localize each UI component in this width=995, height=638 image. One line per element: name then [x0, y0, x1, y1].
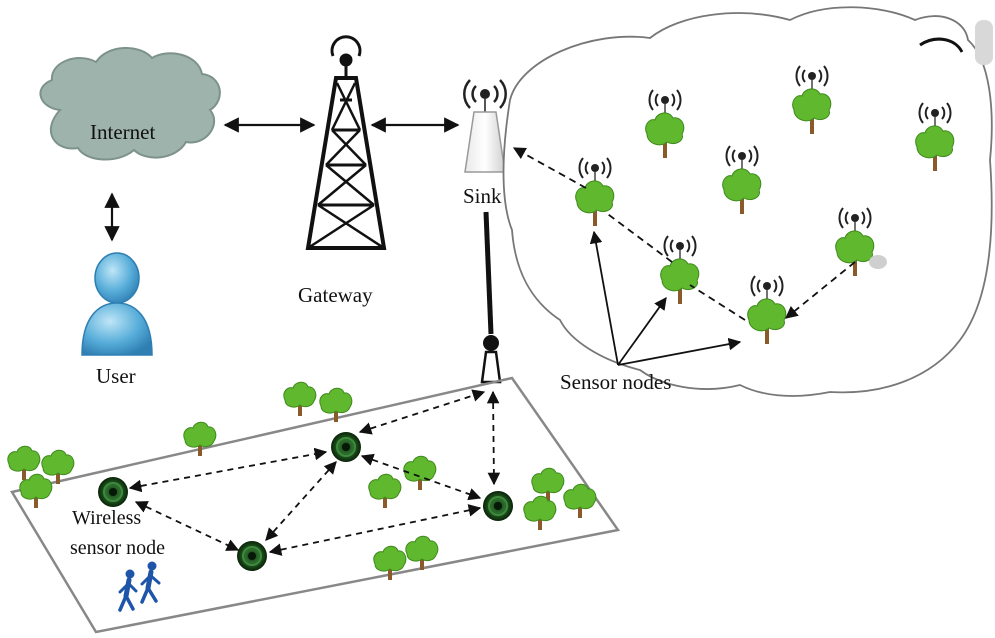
sensor-node-icon	[482, 490, 514, 522]
sink-label: Sink	[463, 184, 502, 208]
sensor-node-icon	[236, 540, 268, 572]
field-links	[128, 389, 501, 556]
backbone-links	[104, 117, 460, 242]
sensor-cloud-links	[512, 147, 856, 321]
walking-people-icon	[118, 561, 161, 612]
sensor-nodes-label: Sensor nodes	[560, 370, 672, 394]
sensor-node-icon	[330, 431, 362, 463]
gateway-label: Gateway	[298, 283, 373, 307]
sensor-label-pointers	[589, 230, 742, 366]
wireless-sensor-node-label-line1: Wireless	[72, 507, 142, 529]
sink-field-cable	[480, 211, 502, 384]
internet-label: Internet	[90, 120, 156, 144]
cloud-icon	[39, 46, 221, 161]
wireless-sensor-node-label-line2: sensor node	[70, 537, 165, 559]
user-icon	[81, 252, 153, 356]
field-area	[10, 376, 621, 634]
sensor-node-icon	[97, 476, 129, 508]
transmission-tower-icon	[305, 35, 387, 250]
sensor-tree-nodes	[574, 65, 955, 345]
sink-base-station-icon	[463, 79, 507, 173]
user-label: User	[96, 364, 136, 388]
sensor-cloud-outline	[502, 6, 993, 397]
